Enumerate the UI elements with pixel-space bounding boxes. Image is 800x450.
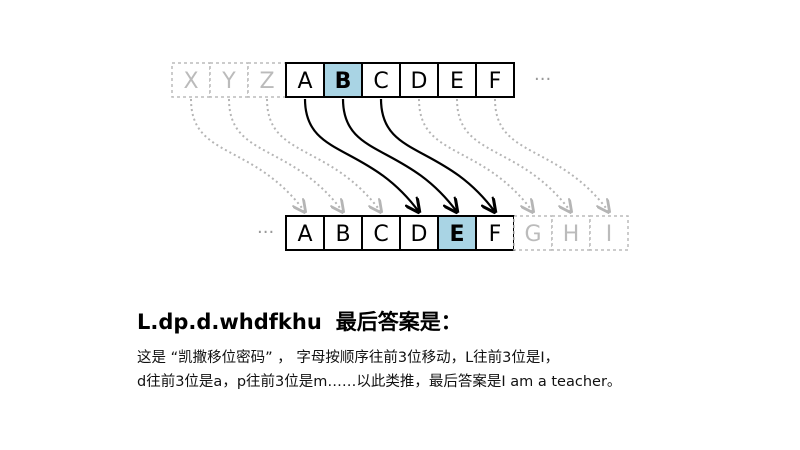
top-letter-e: E [450,69,464,94]
top-box-d [399,62,439,98]
shift-arrow-x-to-a [190,98,305,212]
top-letter-a: A [297,69,312,94]
shift-arrow-y-to-b [228,98,343,212]
explanation-line-1: 这是 “凯撒移位密码” ， 字母按顺序往前3位移动，L往前3位是I， [137,350,560,366]
bottom-letter-a: A [297,222,312,247]
top-letter-b: B [335,69,352,94]
shift-arrow-b-to-e [341,98,457,212]
top-box-f [475,62,515,98]
shift-arrow-d-to-g [418,98,533,212]
top-cell-x: X [171,62,211,98]
bottom-cell-c: C [361,215,401,251]
top-box-e [437,62,477,98]
bottom-cell-a: A [285,215,325,251]
bottom-letter-d: D [411,222,428,247]
top-box-z [247,62,287,98]
top-cell-d: D [399,62,439,98]
top-box-b [323,62,363,98]
top-cell-c: C [361,62,401,98]
top-letter-z: Z [259,69,274,94]
shift-arrow-z-to-c [266,98,381,212]
top-cell-e: E [437,62,477,98]
top-cell-b: B [323,62,363,98]
top-letter-d: D [411,69,428,94]
bottom-letter-g: G [524,222,541,247]
bottom-box-i [589,215,629,251]
top-letter-y: Y [221,69,236,94]
bottom-cell-g: G [513,215,553,251]
top-cell-a: A [285,62,325,98]
top-cell-y: Y [209,62,249,98]
bottom-cell-f: F [475,215,515,251]
bottom-cell-d: D [399,215,439,251]
bottom-letter-h: H [563,222,580,247]
top-box-x [171,62,211,98]
bottom-row-ellipsis: ··· [257,222,274,243]
shift-arrow-c-to-f [379,98,495,212]
bottom-cell-i: I [589,215,629,251]
shift-arrow-e-to-h [456,98,571,212]
top-letter-f: F [489,69,502,94]
cipher-text: L.dp.d.whdfkhu [137,310,322,334]
faded-shift-arrows [190,98,609,212]
top-letter-c: C [373,69,388,94]
top-row-ellipsis: ··· [534,69,551,90]
bottom-box-h [551,215,591,251]
top-cell-f: F [475,62,515,98]
answer-heading: L.dp.d.whdfkhu 最后答案是： [137,306,462,336]
shift-arrow-a-to-d [303,98,419,212]
top-letter-x: X [183,69,198,94]
answer-label: 最后答案是： [335,310,462,334]
bottom-letter-c: C [373,222,388,247]
bottom-box-g [513,215,553,251]
top-cell-z: Z [247,62,287,98]
bottom-cell-h: H [551,215,591,251]
highlighted-shift-arrows [303,98,495,212]
bottom-cell-b: B [323,215,363,251]
shift-arrow-f-to-i [494,98,609,212]
bottom-letter-b: B [335,222,350,247]
bottom-letter-f: F [489,222,502,247]
bottom-cell-e: E [437,215,477,251]
top-box-y [209,62,249,98]
bottom-letter-e: E [449,222,464,247]
bottom-letter-i: I [606,222,613,247]
explanation-line-2: d往前3位是a，p往前3位是m……以此类推，最后答案是I am a teache… [137,374,622,390]
bottom-box-c [361,215,401,251]
bottom-box-a [285,215,325,251]
